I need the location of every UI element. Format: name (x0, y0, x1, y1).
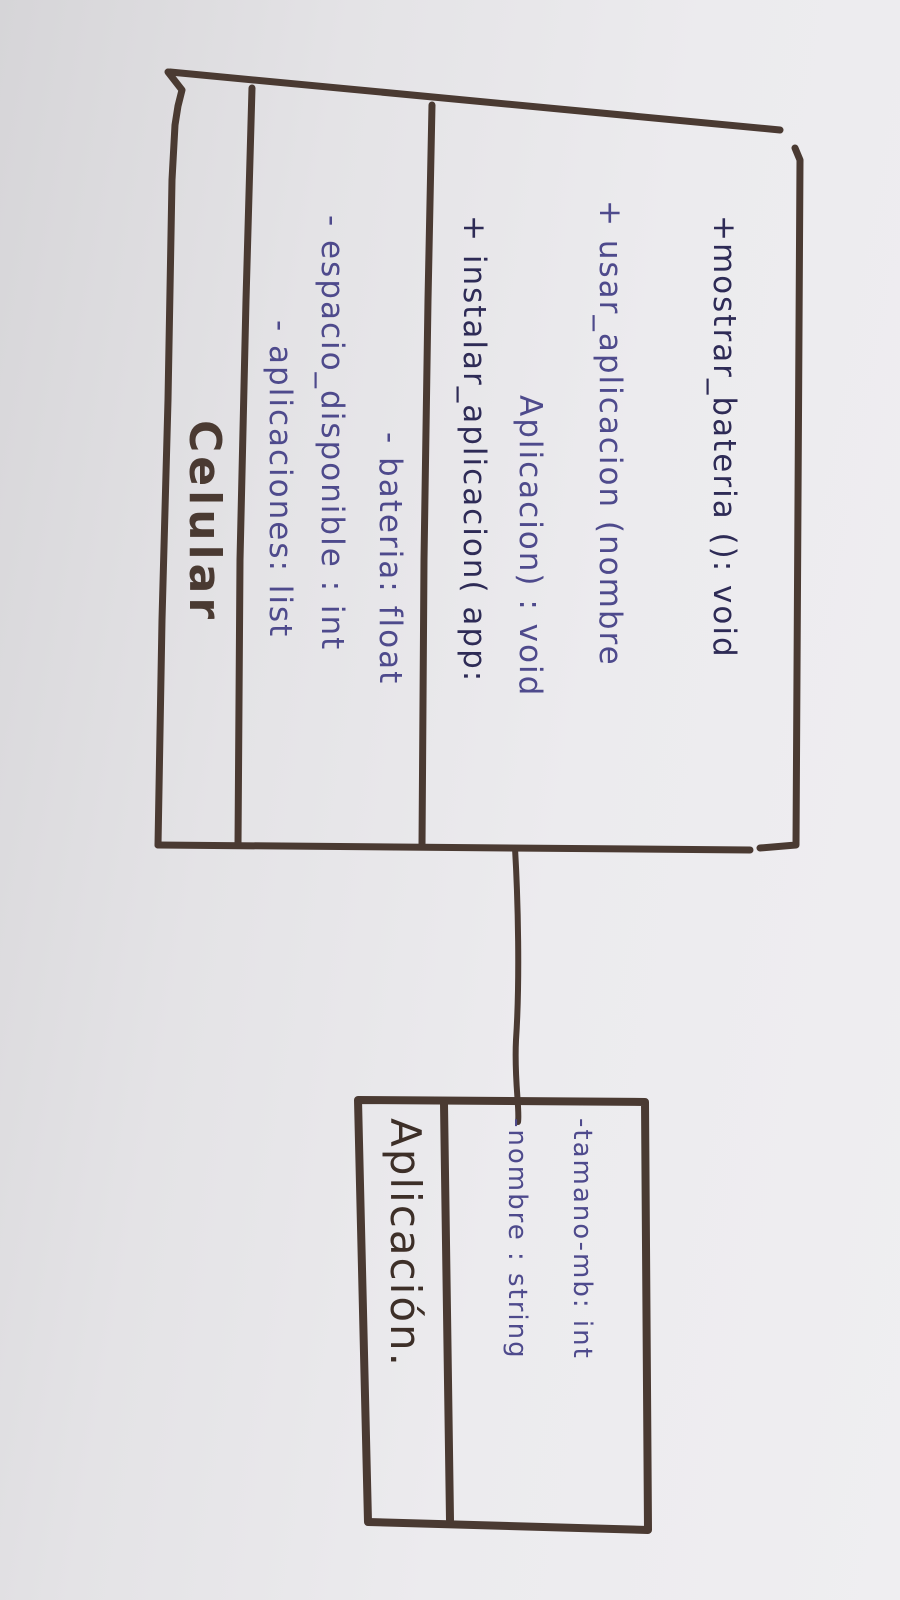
celular-left-edge (154, 68, 186, 849)
aplicacion-outline (354, 1096, 652, 1534)
class-name-aplicacion: Aplicación. (381, 1118, 430, 1368)
celular-attribute: - espacio_disponible : int (314, 215, 350, 652)
celular-method: Aplicacion) : void (512, 395, 548, 698)
association-line (512, 845, 522, 1125)
celular-method: + usar_aplicacion (nombre (592, 200, 628, 667)
class-box-celular (154, 68, 804, 854)
celular-right-edge (756, 144, 804, 852)
aplicacion-attribute: -tamano-mb: int (567, 1118, 597, 1360)
celular-attr-separator (418, 101, 436, 850)
celular-bottom-edge (154, 841, 754, 854)
aplicacion-name-separator (440, 1100, 454, 1524)
celular-attribute: - bateria: float (372, 432, 408, 686)
celular-attribute: - aplicaciones: list (262, 320, 298, 639)
celular-method: + instalar_aplicacion( app: (456, 215, 492, 684)
celular-name-separator (234, 84, 256, 849)
aplicacion-attribute: -nombre : string (502, 1118, 532, 1360)
celular-method: +mostrar_bateria (): void (706, 215, 742, 659)
class-name-celular: Celular (179, 420, 230, 624)
class-box-aplicacion (354, 1096, 652, 1534)
celular-top-edge (166, 68, 784, 134)
